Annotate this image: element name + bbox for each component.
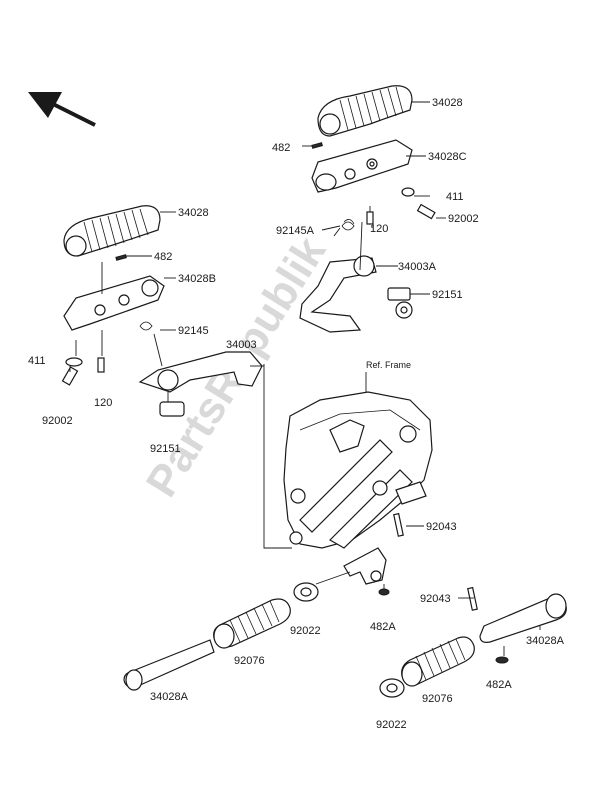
label-92145a: 92145A — [276, 225, 315, 237]
label-92076-left: 92076 — [234, 655, 265, 667]
bolt-92002-right — [416, 203, 436, 220]
label-34028-top: 34028 — [432, 97, 463, 109]
frame-reference — [283, 391, 433, 549]
footpeg-rubber-92076-left — [213, 598, 291, 649]
direction-arrow-icon — [28, 92, 96, 127]
label-92151-right: 92151 — [432, 289, 463, 301]
bolt-120-right — [366, 206, 374, 225]
label-34028c: 34028C — [428, 151, 467, 163]
label-482-left: 482 — [154, 251, 172, 263]
label-482a-mid: 482A — [370, 621, 396, 633]
clip-482-left — [115, 254, 127, 261]
ref-frame-label: Ref. Frame — [366, 360, 411, 370]
footpeg-bracket-34028b — [63, 275, 165, 331]
label-92022-left: 92022 — [290, 625, 321, 637]
bolt-92002-left — [61, 366, 79, 386]
label-120-right: 120 — [370, 223, 388, 235]
lower-pivot-bracket — [343, 547, 387, 585]
washer-411-left — [65, 357, 83, 367]
footpeg-bracket-34003a — [299, 255, 377, 333]
label-34003: 34003 — [226, 339, 257, 351]
footpeg-rubber-left-upper — [63, 205, 161, 257]
clip-482a-right — [495, 656, 509, 664]
washer-411-right — [401, 187, 415, 197]
bolt-92151-left — [159, 401, 185, 417]
label-92002-left: 92002 — [42, 415, 73, 427]
label-92076-right: 92076 — [422, 693, 453, 705]
label-34028a-left: 34028A — [150, 691, 189, 703]
footpeg-rubber-right-upper — [317, 85, 413, 137]
footpeg-bracket-34003 — [138, 351, 263, 393]
bolt-120-left — [97, 357, 105, 373]
label-34028-left: 34028 — [178, 207, 209, 219]
label-411-left: 411 — [28, 355, 46, 367]
spring-92145 — [139, 321, 153, 331]
label-482a-right: 482A — [486, 679, 512, 691]
footpeg-rubber-92076-right — [401, 636, 475, 687]
label-92002-right: 92002 — [448, 213, 479, 225]
label-92145: 92145 — [178, 325, 209, 337]
label-92151-left: 92151 — [150, 443, 181, 455]
footpeg-pin-34028a-right — [479, 593, 567, 643]
clip-482-right — [311, 142, 323, 149]
bolt-92151-right — [387, 287, 413, 319]
pin-92043-mid — [393, 512, 404, 537]
footpeg-pin-34028a-left — [123, 639, 215, 691]
label-34028a-right: 34028A — [526, 635, 565, 647]
label-92043-mid: 92043 — [426, 521, 457, 533]
label-92022-bottom: 92022 — [376, 719, 407, 731]
footpeg-bracket-34028c — [311, 139, 413, 193]
pin-92043-right — [467, 586, 478, 611]
spring-92145a — [333, 219, 355, 237]
label-34028b: 34028B — [178, 273, 216, 285]
label-34003a: 34003A — [398, 261, 437, 273]
label-92043-right: 92043 — [420, 593, 451, 605]
label-120-left: 120 — [94, 397, 112, 409]
label-482-top: 482 — [272, 142, 290, 154]
label-411-right: 411 — [446, 191, 464, 203]
